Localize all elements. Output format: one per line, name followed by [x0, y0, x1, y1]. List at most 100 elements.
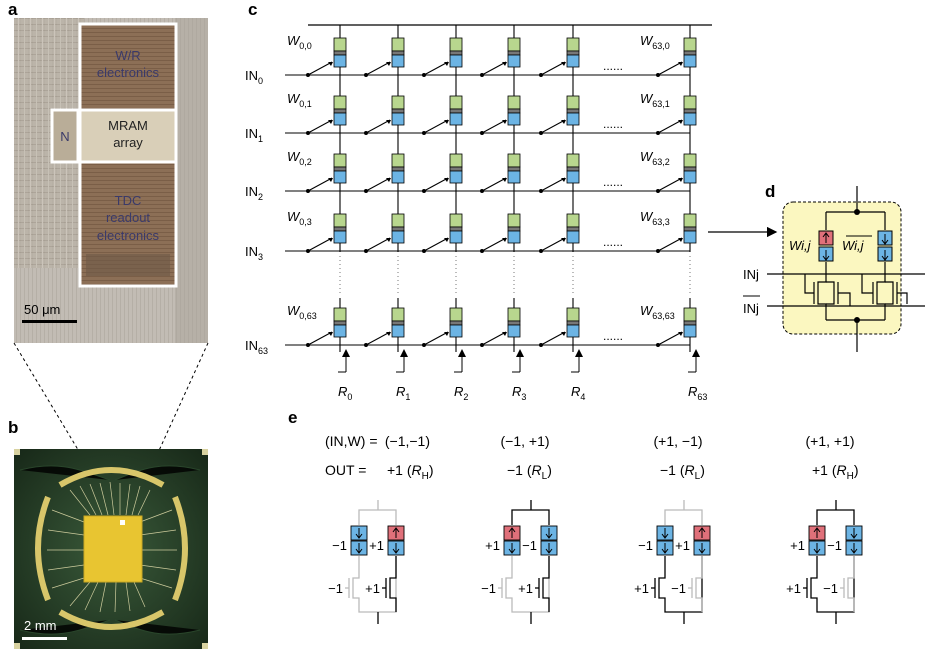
case-out: +1 (RH): [387, 462, 434, 482]
mtj-state-left: −1: [638, 538, 653, 553]
panel-label-e: e: [288, 408, 298, 427]
gate-state-right: −1: [823, 581, 838, 596]
tdc-label-3: electronics: [97, 228, 160, 243]
mtj-cell: [449, 307, 463, 338]
panel-label-b: b: [8, 418, 19, 437]
die-location-marker: [120, 520, 125, 525]
mtj-cell: [507, 213, 521, 244]
mtj-cell: [683, 95, 697, 126]
gate-state-left: −1: [328, 581, 343, 596]
mtj-w-bar: [877, 230, 893, 262]
weight-label-left: W0,63: [287, 303, 317, 321]
mtj-cell: [391, 37, 405, 68]
row-ellipsis: ......: [603, 329, 623, 343]
chip-die: [83, 515, 143, 583]
readout-label: R63: [688, 384, 707, 402]
gate-state-right: −1: [671, 581, 686, 596]
panel-label-c: c: [248, 0, 258, 19]
readout-label: R0: [338, 384, 352, 402]
mram-label-2: array: [113, 135, 143, 150]
mtj-cell: [507, 153, 521, 184]
truth-table-circuits: (IN,W) = OUT = (−1,−1) +1 (RH) −1 +1 −1 +1 (−1, …: [325, 433, 863, 624]
case-inw: (−1,−1): [385, 433, 430, 449]
readout-label: R3: [512, 384, 526, 402]
truth-header-in: (IN,W) =: [325, 433, 378, 449]
row-ellipsis: ......: [603, 59, 623, 73]
truth-case: (−1,−1)+1 (RH)−1+1−1+1: [328, 433, 434, 624]
mtj-cell: [566, 213, 580, 244]
mtj-cell: [507, 95, 521, 126]
n-label: N: [60, 129, 69, 144]
weight-label-right: W63,63: [640, 303, 675, 321]
mtj-state-left: −1: [332, 538, 347, 553]
input-label: IN1: [245, 126, 263, 144]
input-label: IN63: [245, 338, 268, 356]
case-out: −1 (RL): [660, 462, 705, 482]
mtj-cell: [391, 153, 405, 184]
case-inw: (+1, −1): [653, 433, 702, 449]
case-inw: (−1, +1): [500, 433, 549, 449]
readout-label: R1: [396, 384, 410, 402]
input-label: IN0: [245, 68, 263, 86]
gate-state-right: +1: [518, 581, 533, 596]
truth-case: (+1, −1)−1 (RL)−1+1+1−1: [634, 433, 711, 624]
mtj-cell: [333, 95, 347, 126]
mtj-cell: [507, 37, 521, 68]
mtj-cell: [507, 307, 521, 338]
weight-label-right: W63,1: [640, 91, 670, 109]
mram-array-block: [78, 108, 178, 164]
case-inw: (+1, +1): [805, 433, 854, 449]
mtj-cell: [333, 307, 347, 338]
mtj-cell: [391, 95, 405, 126]
mram-label-1: MRAM: [108, 118, 148, 133]
case-out: +1 (RH): [812, 462, 859, 482]
readout-label: R4: [571, 384, 585, 402]
gate-state-left: +1: [634, 581, 649, 596]
readout-label: R2: [454, 384, 468, 402]
row-ellipsis: ......: [603, 117, 623, 131]
mtj-w: [818, 230, 834, 262]
die-scale-text: 50 μm: [24, 302, 60, 317]
mtj-state-right: −1: [522, 538, 537, 553]
mtj-cell: [566, 95, 580, 126]
tdc-label-2: readout: [106, 210, 150, 225]
mtj-state-left: +1: [790, 538, 805, 553]
gate-state-left: +1: [786, 581, 801, 596]
cell-wbar-label: Wi,j: [842, 238, 865, 253]
wr-label-1: W/R: [115, 48, 140, 63]
mtj-cell: [449, 37, 463, 68]
weight-label-left: W0,3: [287, 209, 312, 227]
bit-cell-schematic: Wi,j Wi,j INj INj: [743, 186, 925, 352]
bit-cell-box: [782, 201, 902, 335]
truth-header-out: OUT =: [325, 462, 366, 478]
wr-label-2: electronics: [97, 65, 160, 80]
mtj-cell: [683, 307, 697, 338]
package-scale-bar: [22, 637, 67, 640]
die-micrograph: W/R electronics MRAM array TDC readout e…: [14, 18, 208, 343]
mtj-cell: [683, 213, 697, 244]
package-photo: 2 mm: [14, 449, 208, 649]
n-block: [50, 108, 80, 164]
mtj-cell: [391, 213, 405, 244]
cell-w-label: Wi,j: [789, 238, 812, 253]
weight-label-left: W0,2: [287, 149, 312, 167]
mtj-cell: [566, 37, 580, 68]
tdc-label-1: TDC: [115, 193, 142, 208]
mtj-cell: [391, 307, 405, 338]
package-scale-text: 2 mm: [24, 618, 57, 633]
weight-label-left: W0,0: [287, 33, 312, 51]
mtj-cell: [449, 95, 463, 126]
input-label: IN3: [245, 244, 263, 262]
mtj-cell: [333, 37, 347, 68]
mtj-state-right: +1: [369, 538, 384, 553]
cell-in-label: INj: [743, 267, 759, 282]
cell-inbar-label: INj: [743, 301, 759, 316]
mtj-cell: [449, 153, 463, 184]
mtj-cell: [333, 153, 347, 184]
mtj-cell: [566, 307, 580, 338]
weight-label-right: W63,3: [640, 209, 670, 227]
weight-label-left: W0,1: [287, 91, 312, 109]
weight-label-right: W63,2: [640, 149, 670, 167]
